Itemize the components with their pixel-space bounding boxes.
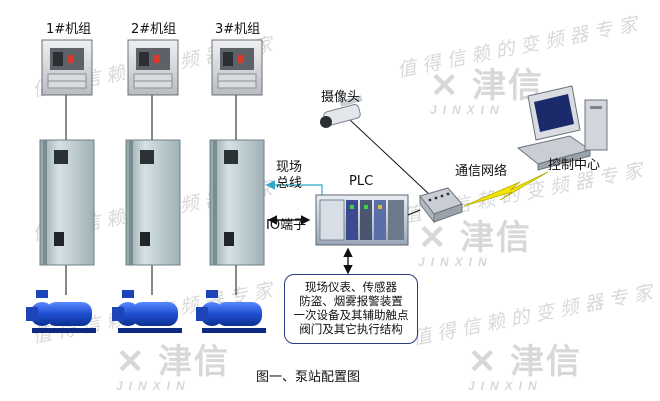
- unit-2: [112, 39, 182, 333]
- fieldbus-label-line1: 现场: [276, 160, 303, 175]
- io-terminal-label: IO端子: [266, 218, 307, 233]
- computer-icon: [516, 85, 608, 171]
- watermark-brand: ✕ 津信 JINXIN: [116, 343, 230, 393]
- field-devices-box: 现场仪表、传感器 防盗、烟雾报警装置 一次设备及其辅助触点 阀门及其它执行结构: [284, 274, 418, 344]
- breaker-3: [211, 39, 263, 96]
- watermark-brand: ✕ 津信 JINXIN: [468, 343, 582, 393]
- plc-label: PLC: [349, 174, 374, 189]
- network-switch: [407, 187, 463, 224]
- figure-caption: 图一、泵站配置图: [256, 370, 361, 385]
- unit-1: [26, 39, 96, 333]
- breaker-2: [127, 39, 179, 96]
- breaker-1: [41, 39, 93, 96]
- camera: [320, 95, 431, 196]
- lightning-bolt-icon: [463, 171, 549, 207]
- field-device-item: 现场仪表、传感器: [305, 280, 397, 294]
- unit-3: [196, 39, 266, 333]
- network-label: 通信网络: [455, 164, 508, 179]
- unit-3-label: 3#机组: [215, 22, 261, 37]
- pump-2: [112, 290, 182, 333]
- vfd-cabinet-2: [125, 139, 181, 266]
- unit-2-label: 2#机组: [131, 22, 177, 37]
- camera-label: 摄像头: [321, 90, 361, 105]
- vfd-cabinet-1: [39, 139, 95, 266]
- watermark-brand: ✕ 津信 JINXIN: [418, 219, 532, 269]
- field-device-item: 一次设备及其辅助触点: [293, 308, 409, 322]
- field-device-item: 阀门及其它执行结构: [299, 322, 403, 336]
- pump-1: [26, 290, 96, 333]
- unit-1-label: 1#机组: [46, 22, 92, 37]
- field-device-item: 防盗、烟雾报警装置: [299, 294, 403, 308]
- plc-rack: [315, 194, 409, 246]
- vfd-cabinet-3: [209, 139, 265, 266]
- fieldbus-connector: [265, 180, 323, 196]
- pump-3: [196, 290, 266, 333]
- watermark-brand: ✕ 津信 JINXIN: [430, 67, 544, 117]
- fieldbus-label-line2: 总线: [276, 176, 303, 191]
- control-center-label: 控制中心: [548, 158, 601, 173]
